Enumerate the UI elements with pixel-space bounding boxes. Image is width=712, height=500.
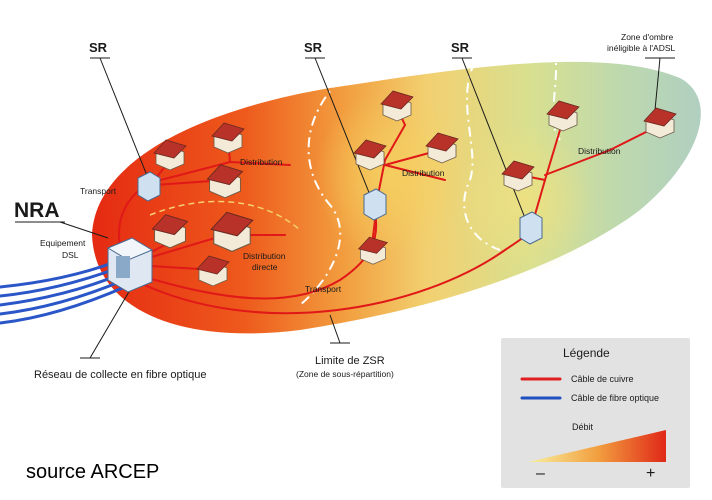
limite-zsr-label-2: (Zone de sous-répartition) <box>296 369 394 379</box>
house <box>357 236 389 265</box>
zone-ombre-label-1: Zone d'ombre <box>621 32 673 42</box>
house <box>546 100 580 132</box>
equipement-label-2: DSL <box>62 250 79 260</box>
house <box>210 211 254 252</box>
legend-debit-label: Débit <box>572 422 594 432</box>
house <box>151 214 189 249</box>
legend-debit-gradient <box>528 430 666 462</box>
zsr-hotspot-2 <box>455 125 595 275</box>
distribution-label-3: Distribution <box>578 146 621 156</box>
limite-zsr-label-1: Limite de ZSR <box>315 355 385 367</box>
zone-ombre-label-2: inéligible à l'ADSL <box>607 43 676 53</box>
sr-label-2: SR <box>304 40 323 55</box>
legend-plus: + <box>646 465 655 482</box>
house <box>501 160 535 192</box>
sr-label-3: SR <box>451 40 470 55</box>
label-leaders <box>15 57 675 359</box>
transport-label-left: Transport <box>80 186 117 196</box>
zsr-boundary-1 <box>299 79 342 306</box>
distribution-label-2: Distribution <box>402 168 445 178</box>
distribution-directe-label-1: Distribution <box>243 251 286 261</box>
house <box>353 139 387 171</box>
source-label: source ARCEP <box>26 461 159 483</box>
house <box>425 132 459 164</box>
sr-label-1: SR <box>89 40 108 55</box>
legend-title: Légende <box>563 346 610 360</box>
house <box>643 107 677 139</box>
sr-cabinet-2 <box>363 188 387 221</box>
legend-copper-label: Câble de cuivre <box>571 374 634 384</box>
house <box>206 164 244 199</box>
legend-fiber-label: Câble de fibre optique <box>571 393 659 403</box>
distribution-label-1: Distribution <box>240 157 283 167</box>
nra-boundary <box>149 200 301 231</box>
equipement-label-1: Equipement <box>40 238 86 248</box>
sr-cabinet-1 <box>137 171 161 202</box>
house <box>153 139 187 171</box>
nra-equipment <box>106 237 154 293</box>
transport-label-bottom: Transport <box>305 284 342 294</box>
house <box>196 255 230 287</box>
house <box>380 90 414 122</box>
legend-box <box>501 338 690 488</box>
legend: Légende Câble de cuivre Câble de fibre o… <box>501 338 690 488</box>
legend-minus: – <box>536 465 545 482</box>
distribution-directe-label-2: directe <box>252 262 278 272</box>
houses <box>151 90 677 287</box>
zsr-hotspot-1 <box>315 90 465 260</box>
zsr-boundary-2 <box>463 61 501 251</box>
house <box>211 122 245 154</box>
sr-cabinet-3 <box>519 211 543 245</box>
reseau-collecte-label: Réseau de collecte en fibre optique <box>34 369 206 381</box>
nra-label: NRA <box>14 199 60 222</box>
